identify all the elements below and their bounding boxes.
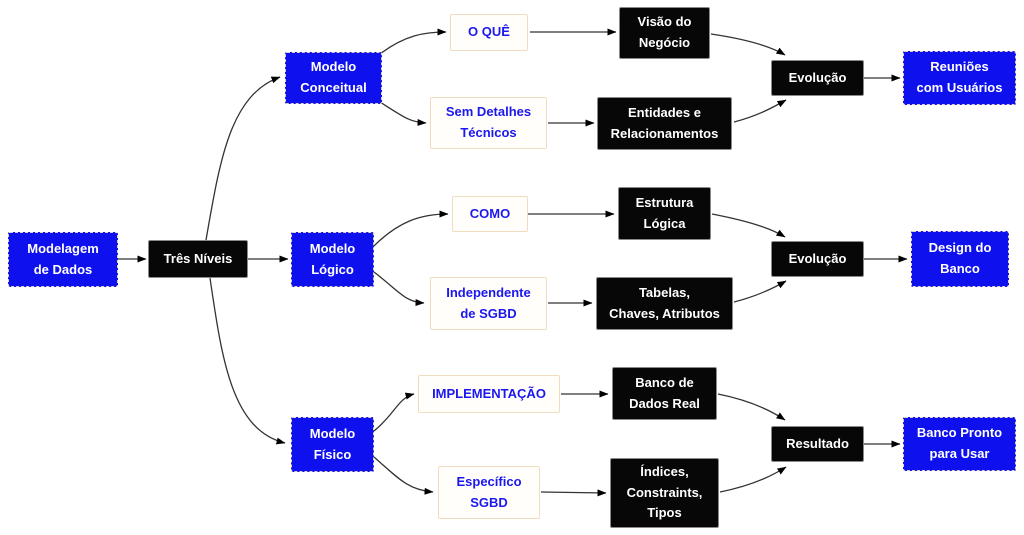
node-label: Banco Pronto para Usar: [916, 425, 1003, 461]
node-indices-constraints-tipos: Índices, Constraints, Tipos: [610, 458, 719, 528]
node-especifico-sgbd: Específico SGBD: [438, 466, 540, 519]
node-tabelas-chaves-atributos: Tabelas, Chaves, Atributos: [596, 277, 733, 330]
node-label: O QUÊ: [468, 24, 510, 40]
arrow-visao-to-evolucao-1: [710, 33, 786, 56]
node-label: Visão do Negócio: [637, 14, 692, 50]
node-label: Sem Detalhes Técnicos: [445, 104, 532, 140]
node-modelo-logico: Modelo Lógico: [291, 232, 374, 287]
node-label: Banco de Dados Real: [629, 374, 700, 411]
node-evolucao-conceitual: Evolução: [771, 60, 864, 96]
node-label: Modelagem de Dados: [27, 240, 99, 277]
node-tres-niveis: Três Níveis: [148, 240, 248, 278]
node-banco-de-dados-real: Banco de Dados Real: [612, 367, 717, 420]
node-label: Três Níveis: [163, 250, 233, 266]
node-label: Estrutura Lógica: [635, 194, 694, 231]
arrow-tabelas-to-evolucao-2: [733, 280, 787, 303]
arrow-fisico-to-especifico: [373, 456, 434, 495]
arrow-logico-to-como: [373, 210, 449, 247]
arrow-banco-real-to-resultado: [717, 393, 786, 421]
node-resultado: Resultado: [771, 426, 864, 462]
node-label: Evolução: [788, 69, 847, 85]
node-label: Modelo Físico: [309, 425, 356, 462]
arrow-conceitual-to-sem-detalhes: [379, 101, 427, 126]
node-label: Modelo Conceitual: [300, 59, 367, 95]
node-label: Resultado: [786, 435, 849, 451]
arrow-logico-to-independente: [373, 271, 425, 307]
node-modelo-fisico: Modelo Físico: [291, 417, 374, 472]
arrow-tres-niveis-to-fisico: [209, 277, 286, 445]
node-label: COMO: [469, 205, 511, 221]
arrow-estrutura-to-evolucao-2: [711, 213, 786, 238]
node-label: Modelo Lógico: [309, 240, 356, 277]
node-modelo-conceitual: Modelo Conceitual: [285, 52, 382, 104]
node-como: COMO: [452, 196, 528, 232]
node-sem-detalhes-tecnicos: Sem Detalhes Técnicos: [430, 97, 547, 149]
arrow-tres-niveis-to-conceitual: [205, 76, 281, 241]
arrow-fisico-to-implementacao: [373, 392, 415, 432]
node-label: Índices, Constraints, Tipos: [626, 463, 703, 521]
node-label: Reuniões com Usuários: [916, 59, 1003, 95]
arrow-conceitual-to-o-que: [379, 28, 447, 55]
node-reunioes-com-usuarios: Reuniões com Usuários: [903, 51, 1016, 105]
node-evolucao-logico: Evolução: [771, 241, 864, 277]
node-o-que: O QUÊ: [450, 14, 528, 51]
node-banco-pronto-para-usar: Banco Pronto para Usar: [903, 417, 1016, 471]
arrow-entidades-to-evolucao-1: [733, 99, 787, 123]
node-implementacao: IMPLEMENTAÇÃO: [418, 375, 560, 413]
arrow-indices-to-resultado: [719, 466, 787, 493]
node-label: IMPLEMENTAÇÃO: [432, 385, 546, 401]
node-independente-de-sgbd: Independente de SGBD: [430, 277, 547, 330]
node-label: Design do Banco: [928, 240, 992, 276]
node-visao-do-negocio: Visão do Negócio: [619, 7, 710, 59]
node-entidades-relacionamentos: Entidades e Relacionamentos: [597, 97, 732, 150]
node-label: Específico SGBD: [456, 473, 522, 510]
node-label: Evolução: [788, 250, 847, 266]
node-design-do-banco: Design do Banco: [911, 231, 1009, 287]
node-label: Tabelas, Chaves, Atributos: [609, 284, 720, 321]
arrow-especifico-to-indices: [540, 489, 607, 497]
node-modelagem-de-dados: Modelagem de Dados: [8, 232, 118, 287]
node-label: Independente de SGBD: [446, 284, 531, 321]
node-estrutura-logica: Estrutura Lógica: [618, 187, 711, 240]
node-label: Entidades e Relacionamentos: [610, 104, 719, 141]
